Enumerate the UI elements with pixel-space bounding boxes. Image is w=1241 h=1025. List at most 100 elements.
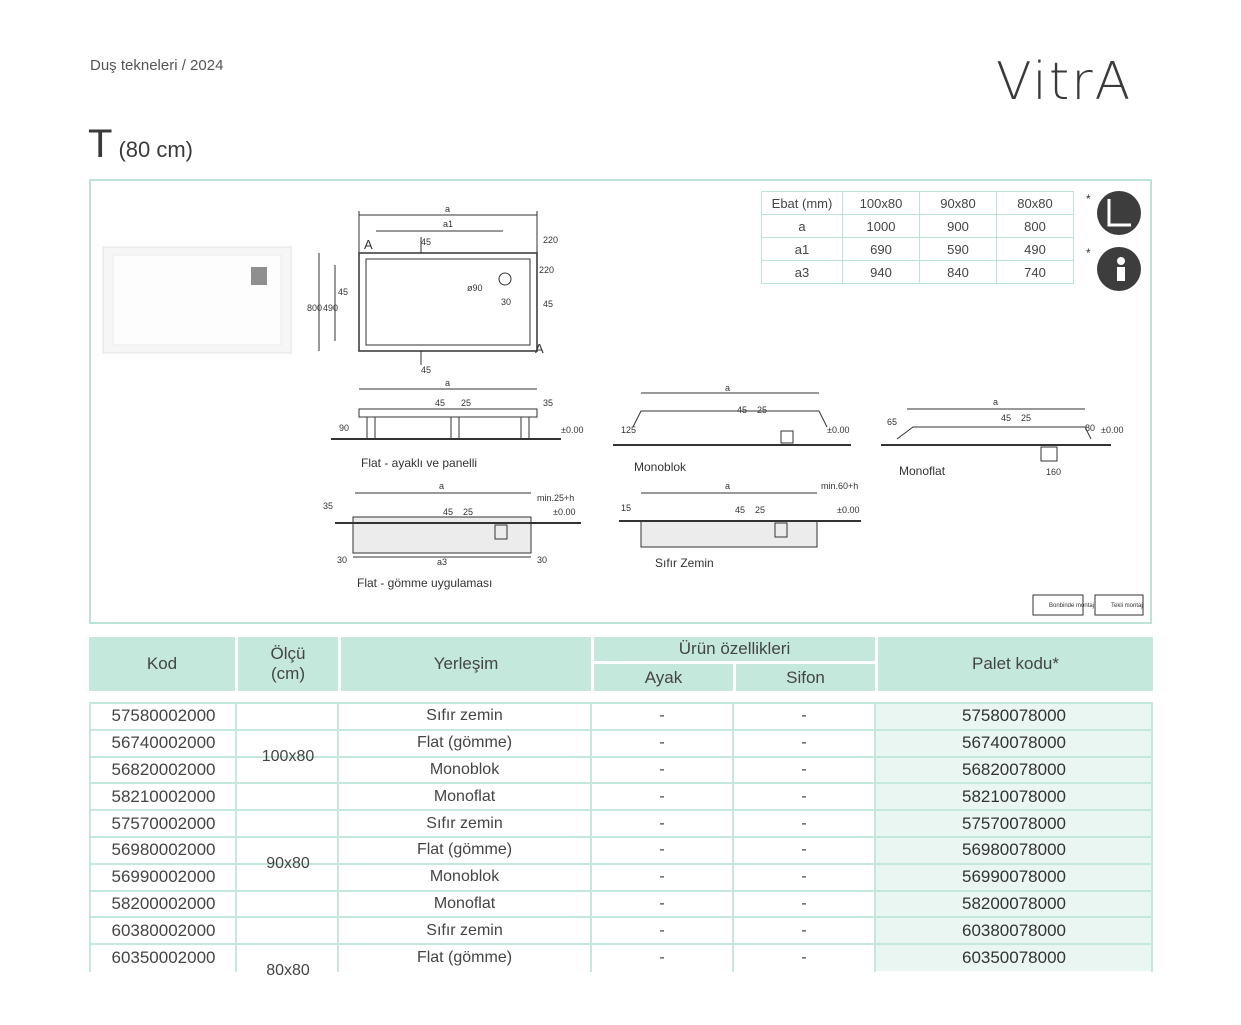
cell-palet: 57580078000 xyxy=(875,703,1153,730)
cell-kod: 58210002000 xyxy=(111,786,216,806)
mono-dim-a: a xyxy=(725,383,730,393)
size-80x80: 80x80 xyxy=(996,191,1074,215)
dim-30: 30 xyxy=(501,297,511,307)
section-monoblok xyxy=(613,392,851,446)
dim-220-right: 220 xyxy=(543,235,558,245)
dim-45-left: 45 xyxy=(338,287,348,297)
row-label: a3 xyxy=(761,260,843,284)
value: 490 xyxy=(996,237,1074,261)
row-divider xyxy=(89,702,1153,704)
row-divider xyxy=(89,836,1153,838)
dim-45-bottom: 45 xyxy=(421,365,431,375)
value: 690 xyxy=(842,237,920,261)
cell-ayak: - xyxy=(659,760,665,778)
value: 900 xyxy=(919,214,997,238)
monoflat-dim-65: 65 xyxy=(887,417,897,427)
cell-kod: 56980002000 xyxy=(111,840,216,860)
cell-palet: 58200078000 xyxy=(875,890,1153,918)
column-divider xyxy=(732,702,734,972)
install-icons: * * xyxy=(1086,191,1141,291)
row-divider xyxy=(89,943,1153,946)
monoflat-dim-25: 25 xyxy=(1021,413,1031,423)
cell-kod: 56740002000 xyxy=(111,733,216,753)
flat-dim-a: a xyxy=(445,378,450,388)
dim-45-top: 45 xyxy=(421,237,431,247)
column-divider xyxy=(590,702,592,972)
header-yerlesim: Yerleşim xyxy=(341,637,591,691)
row-divider xyxy=(89,889,1153,892)
cell-yerlesim: Monoblok xyxy=(429,760,500,778)
column-divider xyxy=(89,702,91,972)
row-divider xyxy=(89,809,1153,812)
flat-dim-90: 90 xyxy=(339,423,349,433)
mono-dim-25: 25 xyxy=(757,405,767,415)
flat-dim-25: 25 xyxy=(461,398,471,408)
dimension-table-header: Ebat (mm) 100x80 90x80 80x80 xyxy=(761,191,1074,215)
section-flat-ayakli xyxy=(331,388,561,440)
cell-sifon: - xyxy=(801,734,807,752)
sifir-dim-45: 45 xyxy=(735,505,745,515)
sifir-dim-a: a xyxy=(725,481,730,491)
cell-sifon: - xyxy=(801,760,807,778)
cell-palet: 60350078000 xyxy=(875,944,1153,971)
header-kod: Kod xyxy=(89,637,235,691)
cell-sifon: - xyxy=(801,894,807,912)
gomme-min25: min.25+h xyxy=(537,493,574,503)
row-divider xyxy=(89,782,1153,785)
value: 590 xyxy=(919,237,997,261)
cell-sifon: - xyxy=(801,948,807,966)
header-ayak: Ayak xyxy=(594,664,733,691)
cell-palet: 56820078000 xyxy=(875,756,1153,784)
cell-olcu-group: 80x80 xyxy=(266,961,310,979)
cell-yerlesim: Sıfır zemin xyxy=(426,707,503,725)
header-olcu-unit: (cm) xyxy=(271,664,305,683)
page-title: T(80 cm) xyxy=(88,122,193,172)
column-divider xyxy=(1151,702,1153,972)
gomme-dim-25: 25 xyxy=(463,507,473,517)
cell-kod: 57570002000 xyxy=(111,813,216,833)
cell-ayak: - xyxy=(659,707,665,725)
gomme-dim-a3: a3 xyxy=(437,557,447,567)
badge-bonbinde-icon xyxy=(1032,594,1084,616)
shower-tray-icon xyxy=(1097,191,1141,235)
cell-sifon: - xyxy=(801,814,807,832)
value: 800 xyxy=(996,214,1074,238)
cell-olcu-group: 90x80 xyxy=(266,854,310,872)
size-100x80: 100x80 xyxy=(842,191,920,215)
column-divider xyxy=(874,702,876,972)
header-palet: Palet kodu* xyxy=(878,637,1153,691)
size-90x80: 90x80 xyxy=(919,191,997,215)
brand-logo: VitrA xyxy=(996,52,1133,112)
gomme-dim-30-left: 30 xyxy=(337,555,347,565)
gomme-dim-30-right: 30 xyxy=(537,555,547,565)
cell-ayak: - xyxy=(659,894,665,912)
cell-ayak: - xyxy=(659,921,665,939)
header-urun: Ürün özellikleri xyxy=(594,637,875,661)
cell-ayak: - xyxy=(659,948,665,966)
dim-90: ø90 xyxy=(467,283,483,293)
monoflat-dim-80: 80 xyxy=(1085,423,1095,433)
badge-tekli-icon xyxy=(1094,594,1144,616)
dim-a1: a1 xyxy=(443,219,453,229)
column-divider xyxy=(235,702,237,972)
flat-zero: ±0.00 xyxy=(561,425,583,435)
sifir-zero: ±0.00 xyxy=(837,505,859,515)
caption-flat-gomme: Flat - gömme uygulaması xyxy=(357,576,492,590)
row-divider xyxy=(89,862,1153,865)
cell-sifon: - xyxy=(801,787,807,805)
caption-flat-ayakli: Flat - ayaklı ve panelli xyxy=(361,456,477,470)
monoflat-dim-a: a xyxy=(993,397,998,407)
cell-yerlesim: Monoflat xyxy=(433,787,496,805)
dimension-table: Ebat (mm) 100x80 90x80 80x80 a 1000 900 … xyxy=(761,191,1074,284)
monoflat-dim-160: 160 xyxy=(1046,467,1061,477)
mono-dim-45: 45 xyxy=(737,405,747,415)
dimension-row: a 1000 900 800 xyxy=(761,214,1074,238)
cell-palet: 56980078000 xyxy=(875,837,1153,864)
dim-45-right: 45 xyxy=(543,299,553,309)
cell-sifon: - xyxy=(801,707,807,725)
row-divider xyxy=(89,728,1153,731)
sifir-dim-15: 15 xyxy=(621,503,631,513)
cell-kod: 58200002000 xyxy=(111,893,216,913)
cell-sifon: - xyxy=(801,841,807,859)
value: 840 xyxy=(919,260,997,284)
